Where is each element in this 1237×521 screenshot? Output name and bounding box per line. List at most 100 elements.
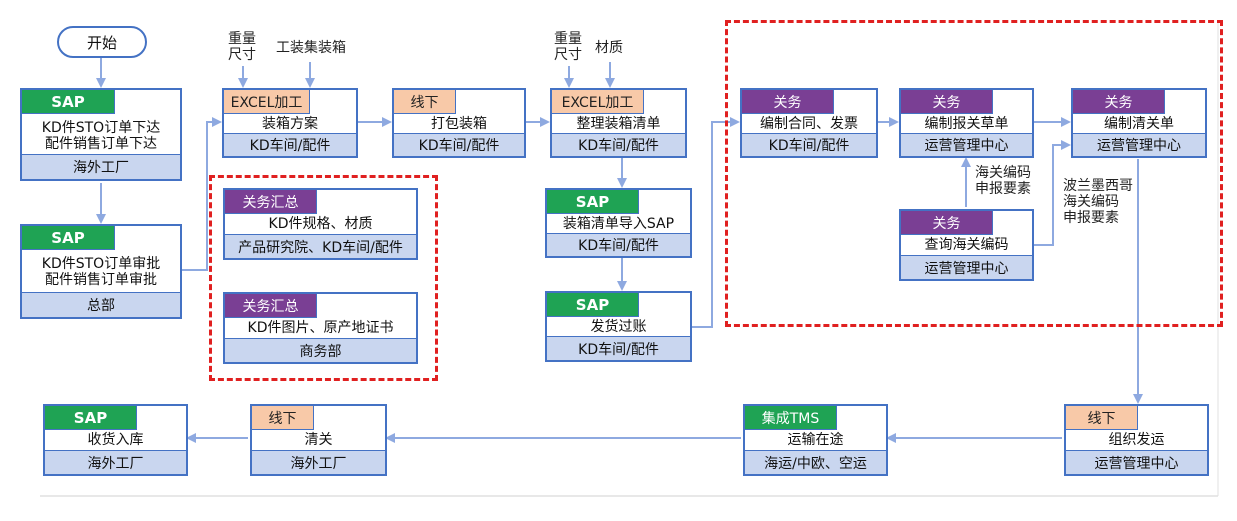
- arrow-n2-n3: [182, 117, 222, 271]
- offline-tag: 线下: [394, 90, 456, 114]
- node-body: 编制合同、发票: [742, 114, 876, 133]
- excel-tag: EXCEL加工: [224, 90, 310, 114]
- owner-label: 运营管理中心: [1073, 133, 1205, 156]
- sap-tag: SAP: [22, 90, 115, 114]
- customs-tag: 关务: [742, 90, 834, 114]
- highlight-summary-region: [209, 175, 438, 381]
- owner-label: KD车间/配件: [547, 233, 690, 256]
- node-sto-order-approval: SAP KD件STO订单审批 配件销售订单审批 总部: [20, 224, 182, 319]
- node-text: 装箱方案: [262, 115, 318, 132]
- note-weight: 重量: [554, 31, 582, 47]
- node-body: 收货入库: [45, 430, 186, 450]
- sap-tag: SAP: [547, 293, 639, 317]
- node-spec-summary: 关务汇总 KD件规格、材质 产品研究院、KD车间/配件: [223, 188, 418, 260]
- note-weight: 重量: [228, 31, 256, 47]
- excel-tag: EXCEL加工: [552, 90, 644, 114]
- node-body: 清关: [252, 430, 385, 450]
- node-contract-invoice: 关务 编制合同、发票 KD车间/配件: [740, 88, 878, 158]
- note-size: 尺寸: [554, 47, 582, 63]
- node-text: KD件STO订单审批: [41, 255, 161, 272]
- node-hs-code-query: 关务 查询海关编码 运营管理中心: [899, 209, 1034, 281]
- owner-label: KD车间/配件: [742, 133, 876, 156]
- node-text: 编制报关草单: [924, 115, 1009, 132]
- owner-label: KD车间/配件: [552, 133, 685, 156]
- customs-tag: 关务: [1073, 90, 1165, 114]
- node-declaration-draft: 关务 编制报关草单 运营管理中心: [899, 88, 1034, 158]
- node-image-summary: 关务汇总 KD件图片、原产地证书 商务部: [223, 292, 418, 364]
- node-body: 编制清关单: [1073, 114, 1205, 133]
- offline-tag: 线下: [252, 406, 314, 430]
- owner-label: 运营管理中心: [1066, 450, 1207, 474]
- node-in-transit: 集成TMS 运输在途 海运/中欧、空运: [743, 404, 888, 476]
- node-text: 配件销售订单下达: [45, 135, 157, 152]
- node-goods-receipt: SAP 收货入库 海外工厂: [43, 404, 188, 476]
- customs-tag: 关务: [901, 211, 993, 235]
- node-body: 编制报关草单: [901, 114, 1032, 133]
- node-body: KD件STO订单下达 配件销售订单下达: [22, 118, 180, 153]
- tms-tag: 集成TMS: [745, 406, 837, 430]
- node-body: 组织发运: [1066, 430, 1207, 450]
- node-body: 装箱方案: [224, 114, 356, 133]
- node-text: 配件销售订单审批: [45, 271, 157, 288]
- owner-label: KD车间/配件: [394, 133, 524, 156]
- summary-tag: 关务汇总: [225, 294, 317, 318]
- node-body: 装箱清单导入SAP: [547, 214, 690, 233]
- node-organize-shipment: 线下 组织发运 运营管理中心: [1064, 404, 1209, 476]
- node-text: KD件规格、材质: [268, 216, 373, 232]
- sap-tag: SAP: [547, 190, 639, 214]
- node-body: 整理装箱清单: [552, 114, 685, 133]
- node-text: 整理装箱清单: [576, 115, 661, 132]
- node-text: KD件STO订单下达: [41, 119, 161, 136]
- note-hs-code: 海关编码: [975, 165, 1031, 181]
- sap-tag: SAP: [22, 226, 115, 250]
- node-text: 组织发运: [1108, 432, 1165, 448]
- note-hs-code: 海关编码: [1063, 194, 1119, 210]
- node-text: 编制清关单: [1104, 115, 1174, 132]
- note-tooling-container: 工装集装箱: [276, 40, 346, 56]
- node-body: KD件图片、原产地证书: [225, 318, 416, 338]
- owner-label: 总部: [22, 292, 180, 317]
- note-countries: 波兰墨西哥: [1063, 178, 1133, 194]
- owner-label: 海外工厂: [252, 450, 385, 474]
- node-body: 运输在途: [745, 430, 886, 450]
- highlight-customs-region: [725, 20, 1223, 327]
- node-text: 编制合同、发票: [760, 115, 858, 132]
- sap-tag: SAP: [45, 406, 137, 430]
- node-text: 运输在途: [787, 432, 844, 448]
- node-sto-order-release: SAP KD件STO订单下达 配件销售订单下达 海外工厂: [20, 88, 182, 181]
- node-body: 发货过账: [547, 317, 690, 336]
- node-text: 清关: [304, 432, 333, 448]
- owner-label: 海运/中欧、空运: [745, 450, 886, 474]
- note-material: 材质: [595, 40, 623, 56]
- owner-label: 运营管理中心: [901, 133, 1032, 156]
- owner-label: KD车间/配件: [224, 133, 356, 156]
- owner-label: 海外工厂: [22, 154, 180, 179]
- owner-label: 商务部: [225, 338, 416, 362]
- node-text: 打包装箱: [431, 115, 487, 132]
- node-body: KD件STO订单审批 配件销售订单审批: [22, 252, 180, 291]
- note-size: 尺寸: [228, 47, 256, 63]
- node-packing: 线下 打包装箱 KD车间/配件: [392, 88, 526, 158]
- node-body: 打包装箱: [394, 114, 524, 133]
- node-clearance-doc: 关务 编制清关单 运营管理中心: [1071, 88, 1207, 158]
- arrow-n11-n10: [1034, 140, 1071, 246]
- start-node: 开始: [57, 26, 147, 58]
- node-import-sap: SAP 装箱清单导入SAP KD车间/配件: [545, 188, 692, 258]
- start-label: 开始: [86, 33, 117, 52]
- node-clearance: 线下 清关 海外工厂: [250, 404, 387, 476]
- node-goods-issue: SAP 发货过账 KD车间/配件: [545, 291, 692, 362]
- owner-label: 运营管理中心: [901, 255, 1032, 279]
- summary-tag: 关务汇总: [225, 190, 317, 214]
- node-packing-list: EXCEL加工 整理装箱清单 KD车间/配件: [550, 88, 687, 158]
- node-text: 查询海关编码: [924, 237, 1009, 253]
- owner-label: 产品研究院、KD车间/配件: [225, 234, 416, 258]
- node-text: 收货入库: [87, 432, 144, 448]
- node-packing-plan: EXCEL加工 装箱方案 KD车间/配件: [222, 88, 358, 158]
- node-body: 查询海关编码: [901, 235, 1032, 255]
- node-text: 发货过账: [590, 318, 647, 335]
- note-declaration-elements: 申报要素: [975, 181, 1031, 197]
- offline-tag: 线下: [1066, 406, 1138, 430]
- node-text: 装箱清单导入SAP: [562, 215, 675, 232]
- note-declaration-elements: 申报要素: [1063, 210, 1119, 226]
